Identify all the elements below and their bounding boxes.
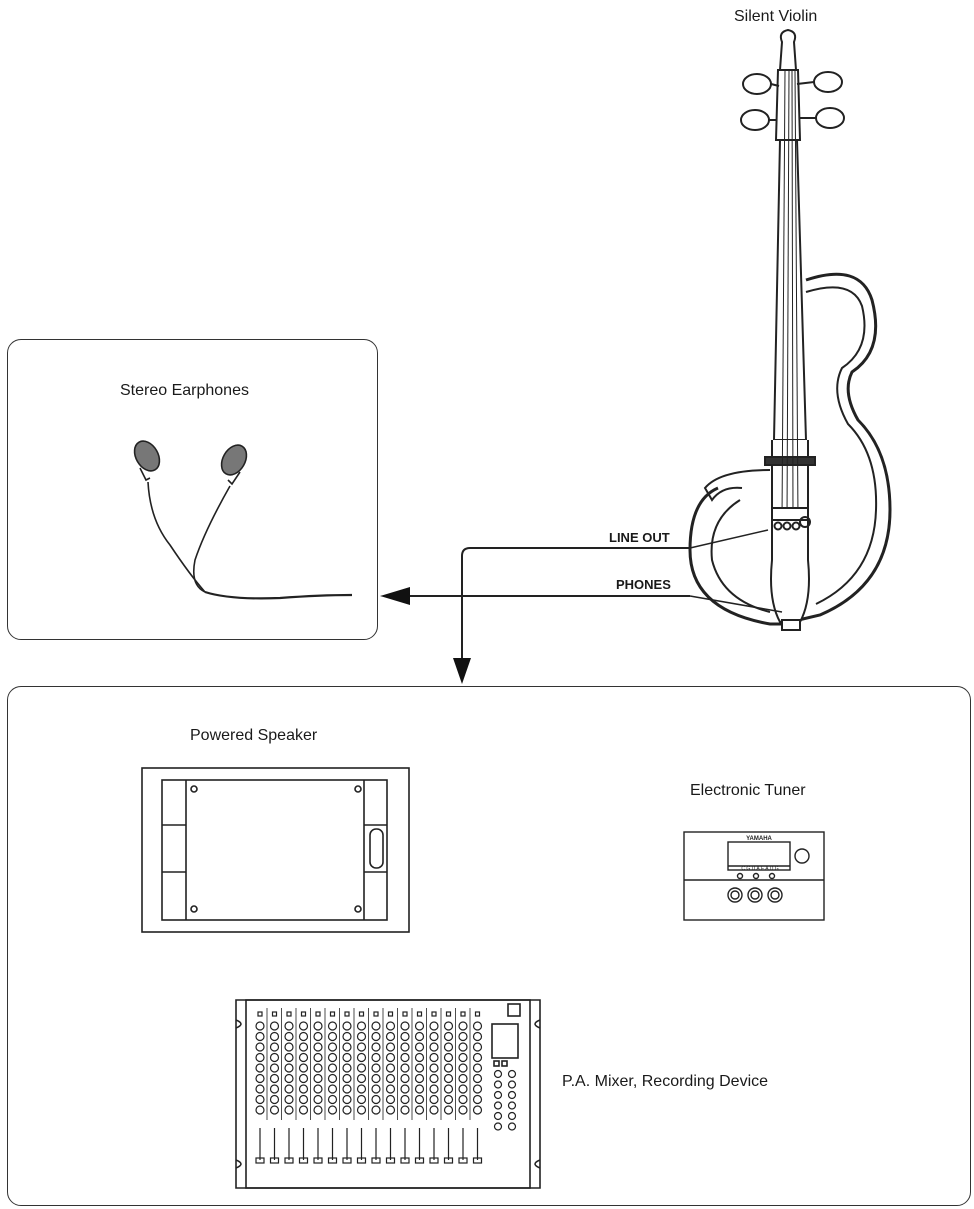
mixer-channel-strip — [284, 1008, 297, 1164]
line-out-cable — [461, 547, 690, 662]
mixer-channel-strip — [429, 1008, 442, 1164]
left-earpiece — [133, 440, 161, 472]
mixer-channel-strip — [327, 1008, 340, 1164]
line-out-label: LINE OUT — [609, 530, 670, 545]
pa-mixer — [235, 999, 541, 1189]
mixer-channel-strip — [298, 1008, 311, 1164]
mixer-master-knob — [493, 1090, 503, 1100]
line-out-arrowhead — [453, 658, 471, 684]
mixer-channel-strip — [458, 1008, 471, 1164]
mixer-label: P.A. Mixer, Recording Device — [562, 1073, 769, 1090]
earphones-label: Stereo Earphones — [120, 382, 249, 399]
output-devices-box — [7, 686, 971, 1206]
silent-violin — [688, 28, 892, 631]
phones-arrowhead — [380, 587, 410, 605]
mixer-master-knob — [507, 1090, 517, 1100]
mixer-channel-strip — [255, 1008, 268, 1164]
mixer-channel-strips — [255, 1008, 517, 1164]
mixer-master-knob — [507, 1111, 517, 1121]
mixer-channel-strip — [269, 1008, 282, 1164]
mixer-master-knob — [493, 1122, 503, 1131]
mixer-channel-strip — [385, 1008, 398, 1164]
mixer-channel-strip — [400, 1008, 413, 1164]
mixer-channel-strip — [342, 1008, 355, 1164]
mixer-channel-strip — [356, 1008, 369, 1164]
mixer-master-knob — [507, 1122, 517, 1131]
earphones-box — [7, 339, 378, 640]
mixer-channel-strip — [371, 1008, 384, 1164]
mixer-channel-strip — [443, 1008, 456, 1164]
mixer-master-knob — [493, 1080, 503, 1089]
stereo-earphones — [133, 440, 353, 600]
tuner-notes: C G D A E A D G — [741, 866, 778, 872]
mixer-channel-strip — [414, 1008, 427, 1164]
mixer-master-knob — [493, 1101, 503, 1110]
mixer-master-knob — [507, 1069, 517, 1079]
mixer-master-knob — [507, 1101, 517, 1110]
mixer-channel-strip — [313, 1008, 326, 1164]
violin-label: Silent Violin — [734, 8, 818, 25]
speaker-label: Powered Speaker — [190, 727, 318, 744]
mixer-master-knob — [493, 1069, 503, 1079]
electronic-tuner — [683, 831, 825, 921]
phones-label: PHONES — [616, 577, 671, 592]
right-earpiece — [220, 444, 248, 476]
mixer-channel-strip — [472, 1011, 483, 1164]
mixer-master-knob — [507, 1080, 517, 1089]
cables — [380, 529, 783, 684]
tuner-label: Electronic Tuner — [690, 782, 806, 799]
powered-speaker — [141, 767, 410, 933]
mixer-master-knob — [493, 1111, 503, 1121]
tuner-brand: YAMAHA — [746, 836, 772, 842]
